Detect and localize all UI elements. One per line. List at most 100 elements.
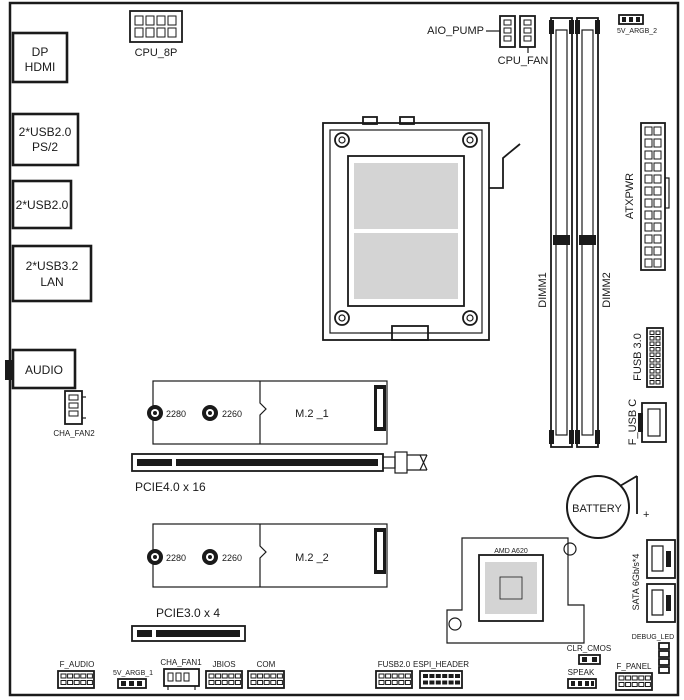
jbios-pin [234, 673, 241, 679]
atx-pin [653, 234, 662, 244]
atx-pin [644, 138, 653, 148]
cha-fan1-header: CHA_FAN1 [160, 658, 202, 690]
f-panel-pin [631, 682, 638, 687]
io-dp-label: DP [32, 45, 49, 59]
espi-header: ESPI_HEADER [413, 660, 469, 689]
cha-fan2-label: CHA_FAN2 [53, 429, 95, 438]
debug-led-block: DEBUG_LED [632, 634, 674, 674]
atx-pin [644, 222, 653, 232]
f-audio-pin [67, 673, 74, 679]
fusb2-pin [385, 680, 392, 685]
jbios-pin [228, 673, 235, 679]
f-audio-pin [86, 673, 93, 679]
io-hdmi-label: HDMI [25, 60, 56, 74]
m2-1-2280-label: 2280 [166, 409, 186, 419]
fusb2-pin [391, 673, 398, 679]
fusb3-pin [649, 330, 655, 335]
com-pin [270, 680, 277, 685]
fusb3-pin [649, 380, 655, 385]
clr-cmos-label: CLR_CMOS [567, 644, 611, 653]
com-pin [257, 673, 264, 679]
atx-pin [653, 138, 662, 148]
fusb3-pin [649, 369, 655, 374]
fusb2-pin [391, 680, 398, 685]
atx-pin [653, 150, 662, 160]
argb-2-label: 5V_ARGB_2 [617, 28, 657, 35]
io-usb3-label: 2*USB3.2 [26, 259, 79, 273]
f-panel-label: F_PANEL [617, 662, 653, 671]
pcie-x4-label: PCIE3.0 x 4 [156, 606, 220, 620]
cpu-fan-header: CPU_FAN [498, 15, 548, 67]
speak-header: SPEAK [567, 668, 597, 689]
atx-pin [644, 150, 653, 160]
com-pin [250, 680, 257, 685]
dimm1-slot: DIMM1 [537, 17, 574, 448]
jbios-pin [208, 673, 215, 679]
io-lan-label: LAN [40, 275, 63, 289]
cha-fan1-label: CHA_FAN1 [160, 658, 202, 667]
cha-fan2-header: CHA_FAN2 [53, 390, 95, 438]
com-pin [270, 673, 277, 679]
fusb3-pin [655, 336, 661, 341]
f-panel-pin [631, 675, 638, 681]
sata-label: SATA 6Gb/s*4 [631, 554, 641, 611]
io-audio-label: AUDIO [25, 363, 63, 377]
m2-2-2260-label: 2260 [222, 553, 242, 563]
fusb3-pin [649, 347, 655, 352]
espi-header-label: ESPI_HEADER [413, 660, 469, 669]
com-pin [276, 680, 283, 685]
m2-1-label: M.2 _1 [295, 408, 329, 420]
fusb2-pin [385, 673, 392, 679]
f-audio-pin [67, 680, 74, 685]
atx-pin [644, 258, 653, 268]
espi-pin [435, 680, 441, 685]
espi-pin [423, 674, 428, 678]
pcie-x16-slot: PCIE4.0 x 16 [131, 451, 428, 494]
sata-connectors: SATA 6Gb/s*4 [631, 539, 676, 623]
fusb3-pin [655, 363, 661, 368]
io-audio: AUDIO [5, 348, 77, 390]
com-pin [263, 673, 270, 679]
fusb2-pin [378, 673, 385, 679]
aio-pump-header: AIO_PUMP [427, 15, 516, 48]
m2-2-2280-label: 2280 [166, 553, 186, 563]
dimm2-slot: DIMM2 [575, 17, 613, 448]
clr-cmos-jumper: CLR_CMOS [567, 644, 611, 665]
atx-power-connector: ATXPWR [624, 122, 670, 271]
fusb3-pin [655, 347, 661, 352]
espi-pin [429, 674, 435, 678]
espi-pin [423, 680, 428, 685]
io-usb2: 2*USB2.0 [11, 179, 73, 230]
jbios-pin [208, 680, 215, 685]
fusb3-label: FUSB 3.0 [632, 333, 644, 381]
atx-pin [653, 198, 662, 208]
espi-pin [448, 680, 454, 685]
atx-pin [653, 186, 662, 196]
jbios-pin [221, 673, 228, 679]
atx-pin [644, 246, 653, 256]
fusb3-pin [649, 352, 655, 357]
f-panel-pin [638, 682, 645, 687]
espi-pin [435, 674, 441, 678]
jbios-pin [234, 680, 241, 685]
atx-pin [644, 198, 653, 208]
battery-label: BATTERY [572, 503, 622, 515]
atx-pin [653, 162, 662, 172]
m2-slot-1: 2280 2260 M.2 _1 [147, 380, 388, 445]
fusb3-pin [649, 374, 655, 379]
argb-2-header: 5V_ARGB_2 [617, 14, 657, 35]
fusb3-pin [655, 369, 661, 374]
m2-2-label: M.2 _2 [295, 552, 329, 564]
cpu-8p-connector: CPU_8P [129, 10, 183, 59]
fusb3-pin [649, 363, 655, 368]
fusb2-pin [378, 680, 385, 685]
f-audio-pin [80, 673, 87, 679]
atxpwr-label: ATXPWR [624, 173, 636, 219]
fusb2-pin [398, 680, 405, 685]
jbios-pin [221, 680, 228, 685]
cpu-8p-label: CPU_8P [135, 47, 178, 59]
m2-1-2260-label: 2260 [222, 409, 242, 419]
jbios-label: JBIOS [212, 660, 235, 669]
espi-pin [448, 674, 454, 678]
argb-1-label: 5V_ARGB_1 [113, 670, 153, 677]
